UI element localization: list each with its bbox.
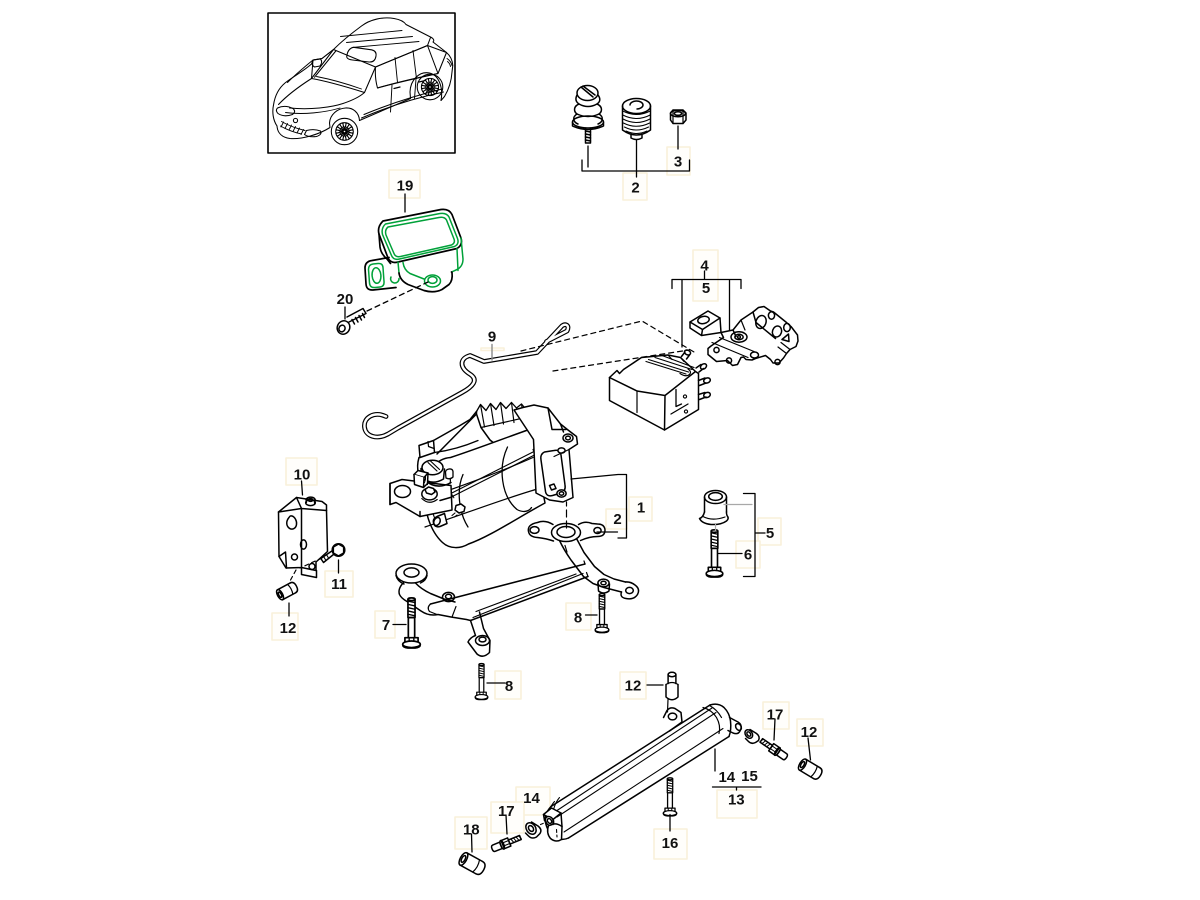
svg-text:12: 12 bbox=[625, 677, 642, 694]
svg-text:14: 14 bbox=[718, 769, 735, 786]
svg-text:6: 6 bbox=[744, 547, 752, 564]
svg-text:5: 5 bbox=[766, 525, 774, 542]
svg-text:8: 8 bbox=[505, 678, 513, 695]
svg-text:1: 1 bbox=[637, 499, 645, 516]
svg-text:15: 15 bbox=[741, 768, 758, 785]
svg-text:19: 19 bbox=[397, 177, 414, 194]
svg-text:13: 13 bbox=[728, 792, 745, 809]
svg-text:20: 20 bbox=[337, 291, 354, 308]
svg-text:14: 14 bbox=[523, 790, 540, 807]
svg-text:9: 9 bbox=[488, 329, 496, 346]
svg-text:11: 11 bbox=[331, 576, 347, 593]
svg-text:2: 2 bbox=[613, 511, 621, 528]
svg-text:17: 17 bbox=[767, 706, 784, 723]
svg-text:5: 5 bbox=[702, 280, 710, 297]
svg-text:12: 12 bbox=[801, 724, 818, 741]
svg-text:3: 3 bbox=[674, 154, 682, 171]
svg-text:2: 2 bbox=[631, 180, 639, 197]
svg-text:7: 7 bbox=[382, 617, 390, 634]
svg-text:10: 10 bbox=[294, 466, 311, 483]
svg-text:17: 17 bbox=[498, 803, 515, 820]
svg-text:12: 12 bbox=[280, 620, 297, 637]
svg-text:18: 18 bbox=[463, 821, 480, 838]
svg-text:4: 4 bbox=[700, 257, 709, 274]
svg-text:8: 8 bbox=[574, 609, 582, 626]
svg-text:16: 16 bbox=[662, 835, 679, 852]
